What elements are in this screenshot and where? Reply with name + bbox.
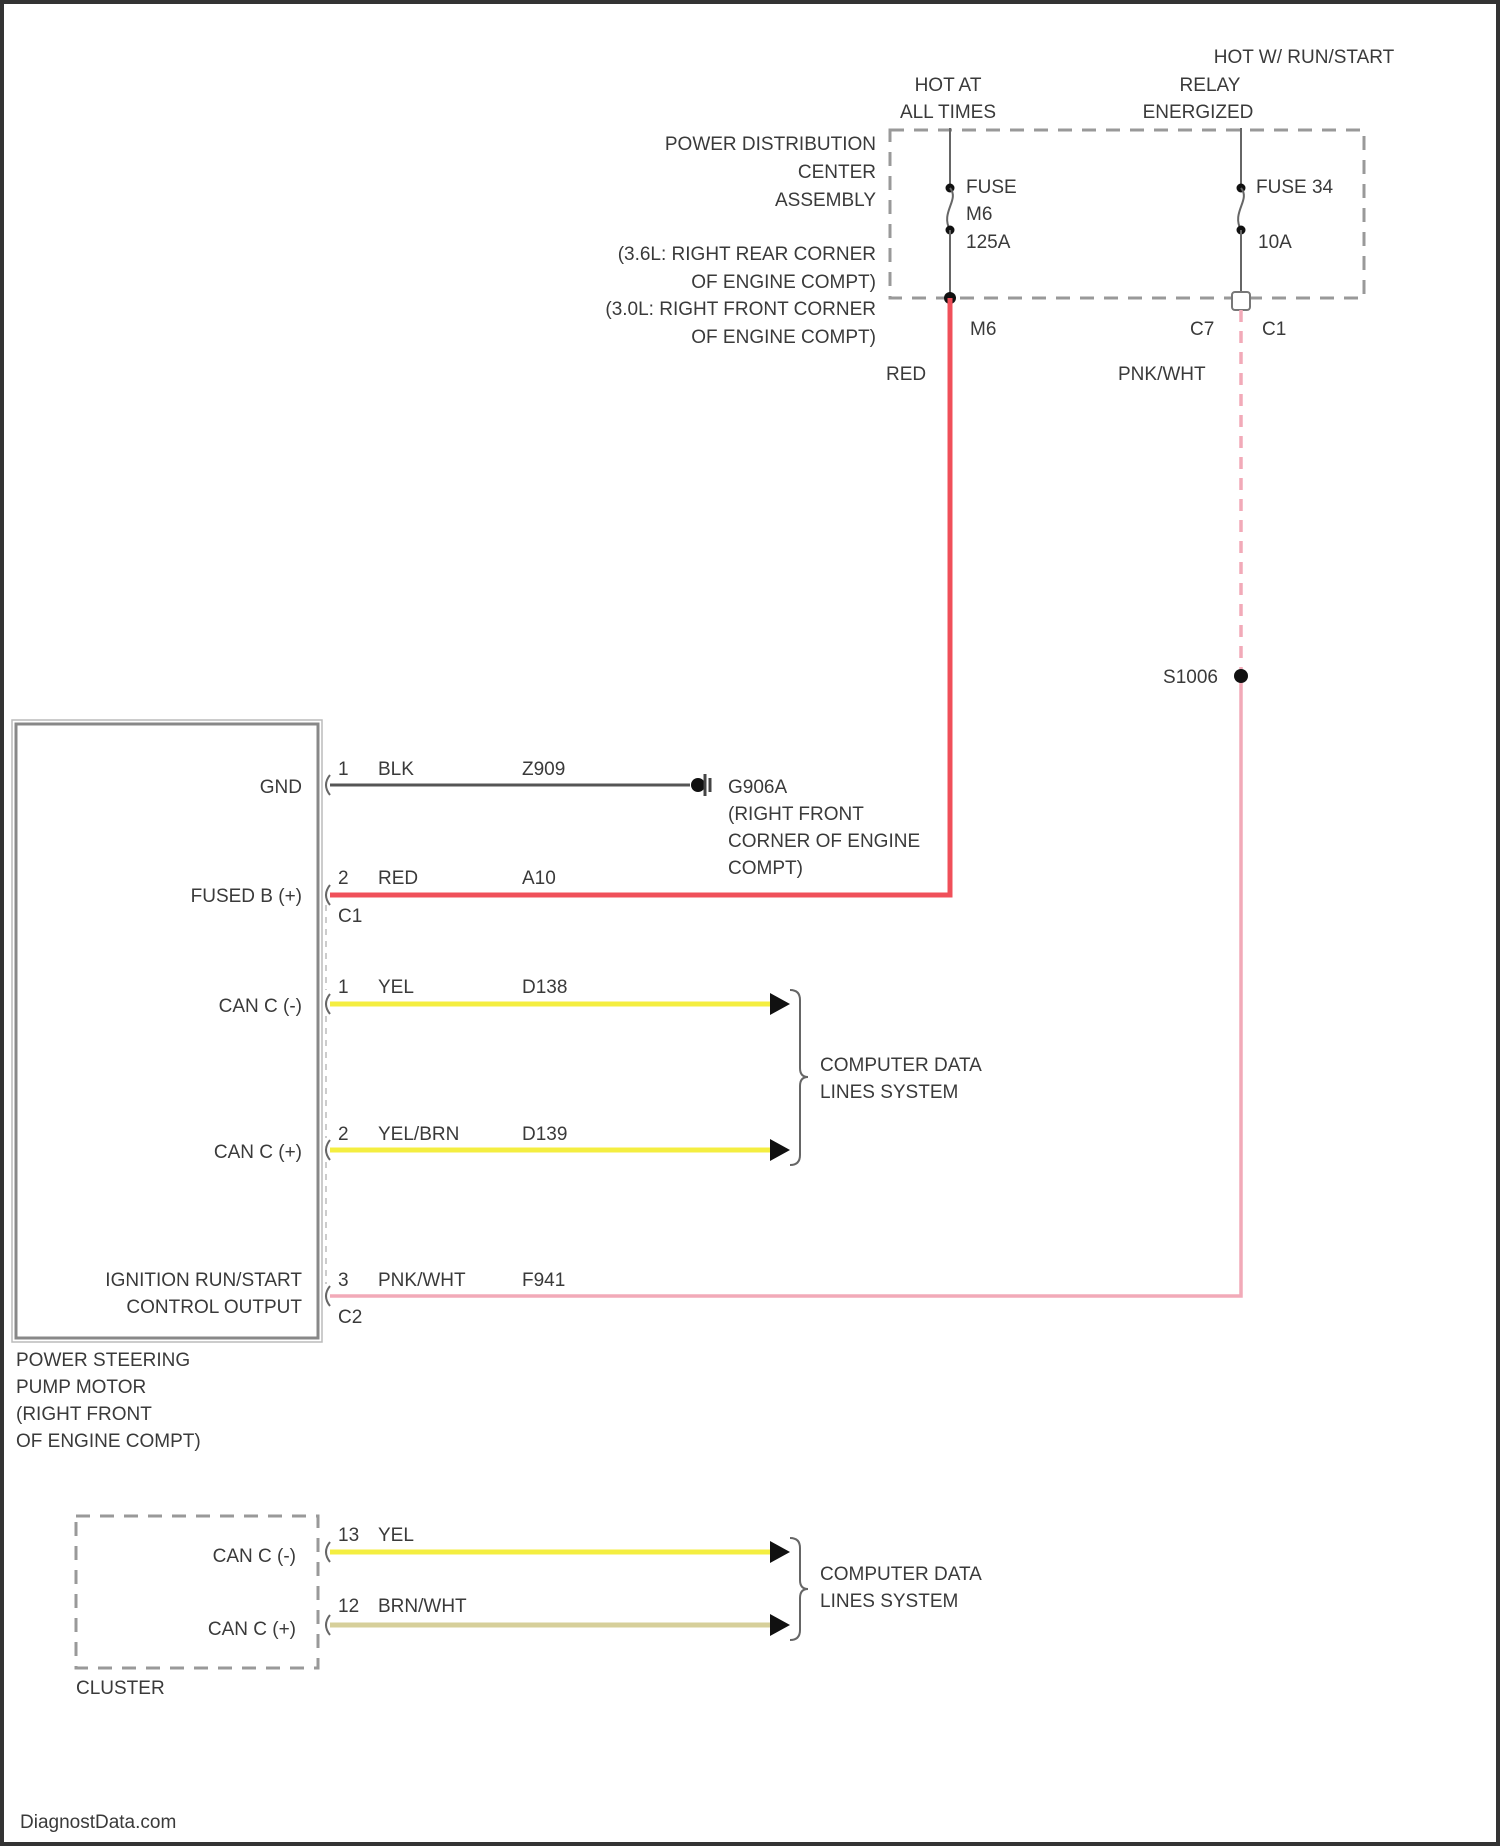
pin-can-c-plus-label: CAN C (+) [214,1142,302,1163]
pdc-dashed-box [890,130,1364,298]
pdc-location-36-line2: OF ENGINE COMPT) [691,272,876,293]
pin-gnd-circuit: Z909 [522,759,565,780]
wire-red-color-label: RED [886,364,926,385]
pin-ignition-connector: C2 [338,1307,362,1328]
cluster-pin-can-minus-color: YEL [378,1525,414,1546]
pin-can-c-minus-color: YEL [378,977,414,998]
data-lines-brace-upper [790,990,808,1165]
pin-gnd-number: 1 [338,759,349,780]
data-lines-upper-line1: COMPUTER DATA [820,1055,982,1076]
pump-module-box [16,724,318,1338]
wire-pink-f941 [330,676,1241,1296]
arrow-cluster-yel [770,1541,790,1563]
fuse-m6-label-line1: FUSE [966,177,1017,198]
pin-ignition-label-line1: IGNITION RUN/START [105,1270,302,1291]
power-steering-pump-module: GND 1 BLK Z909 FUSED B (+) 2 RED A10 C1 … [12,720,567,1452]
pump-module-name-line4: OF ENGINE COMPT) [16,1431,201,1452]
pin-ignition-circuit: F941 [522,1270,565,1291]
hot-run-start-line2: RELAY [1180,75,1241,96]
pdc-name-line1: POWER DISTRIBUTION [665,134,876,155]
connector-c1-top-label: C1 [1262,319,1286,340]
pin-can-c-minus-bracket [326,994,330,1014]
cluster-module: CAN C (-) 13 YEL CAN C (+) 12 BRN/WHT CO… [76,1516,982,1699]
cluster-pin-can-plus-label: CAN C (+) [208,1619,296,1640]
pdc-name-line2: CENTER [798,162,876,183]
splice-s1006-label: S1006 [1163,667,1218,688]
cluster-pin-can-plus-bracket [326,1615,330,1635]
cluster-pin-can-plus-number: 12 [338,1596,359,1617]
connector-m6-label: M6 [970,319,996,340]
pin-gnd-color: BLK [378,759,414,780]
arrow-d138 [770,993,790,1015]
source-credit: DiagnostData.com [20,1812,176,1833]
pin-fused-b-label: FUSED B (+) [191,886,302,907]
hot-at-all-times-line2: ALL TIMES [900,102,996,123]
hot-at-all-times-line1: HOT AT [915,75,982,96]
pin-can-c-plus-circuit: D139 [522,1124,567,1145]
pdc-location-30-line2: OF ENGINE COMPT) [691,327,876,348]
pdc-name-line3: ASSEMBLY [775,190,876,211]
data-lines-lower-line1: COMPUTER DATA [820,1564,982,1585]
pin-can-c-minus-circuit: D138 [522,977,567,998]
ground-location-line1: (RIGHT FRONT [728,804,864,825]
cluster-pin-can-minus-bracket [326,1542,330,1562]
pump-module-name-line2: PUMP MOTOR [16,1377,146,1398]
ground-location-line3: COMPT) [728,858,803,879]
arrow-d139 [770,1139,790,1161]
cluster-pin-can-plus-color: BRN/WHT [378,1596,467,1617]
pin-gnd-label: GND [260,777,302,798]
pin-fused-b-color: RED [378,868,418,889]
cluster-dashed-box [76,1516,318,1668]
cluster-pin-can-minus-label: CAN C (-) [213,1546,296,1567]
pin-can-c-plus-number: 2 [338,1124,349,1145]
pin-can-c-plus-color: YEL/BRN [378,1124,459,1145]
connector-c7-label: C7 [1190,319,1214,340]
fuse-34-icon [1238,188,1244,230]
data-lines-lower-line2: LINES SYSTEM [820,1591,958,1612]
pin-ignition-label-line2: CONTROL OUTPUT [126,1297,302,1318]
connector-c7-pin [1232,292,1250,310]
wire-pnk-color-label: PNK/WHT [1118,364,1206,385]
ground-symbol [691,774,710,796]
ground-name: G906A [728,777,787,798]
pin-fused-b-bracket [326,885,330,905]
pin-ignition-color: PNK/WHT [378,1270,466,1291]
pump-module-name-line1: POWER STEERING [16,1350,190,1371]
fuse-34-label-line1: FUSE 34 [1256,177,1334,198]
pin-ignition-number: 3 [338,1270,349,1291]
pdc-location-36-line1: (3.6L: RIGHT REAR CORNER [618,244,876,265]
data-lines-upper-line2: LINES SYSTEM [820,1082,958,1103]
hot-run-start-line3: ENERGIZED [1143,102,1254,123]
pin-can-c-minus-label: CAN C (-) [219,996,302,1017]
cluster-pin-can-minus-number: 13 [338,1525,359,1546]
fuse-m6-icon [947,188,953,230]
pump-module-inner [12,720,322,1342]
fuse-m6-label-line3: 125A [966,232,1011,253]
cluster-name: CLUSTER [76,1678,165,1699]
pdc-location-30-line1: (3.0L: RIGHT FRONT CORNER [605,299,876,320]
pin-gnd-connector [326,775,330,795]
pin-fused-b-circuit: A10 [522,868,556,889]
ground-location-line2: CORNER OF ENGINE [728,831,920,852]
pin-fused-b-number: 2 [338,868,349,889]
splice-s1006-dot [1234,669,1248,683]
fuse-34-label-line2: 10A [1258,232,1292,253]
hot-run-start-line1: HOT W/ RUN/START [1214,47,1395,68]
data-lines-brace-lower [790,1538,808,1640]
pin-can-c-minus-number: 1 [338,977,349,998]
power-distribution-center: HOT AT ALL TIMES HOT W/ RUN/START RELAY … [605,47,1394,385]
pin-ignition-bracket [326,1286,330,1306]
pin-fused-b-connector: C1 [338,906,362,927]
pump-module-name-line3: (RIGHT FRONT [16,1404,152,1425]
pin-can-c-plus-bracket [326,1140,330,1160]
arrow-cluster-brn [770,1614,790,1636]
fuse-m6-label-line2: M6 [966,204,992,225]
